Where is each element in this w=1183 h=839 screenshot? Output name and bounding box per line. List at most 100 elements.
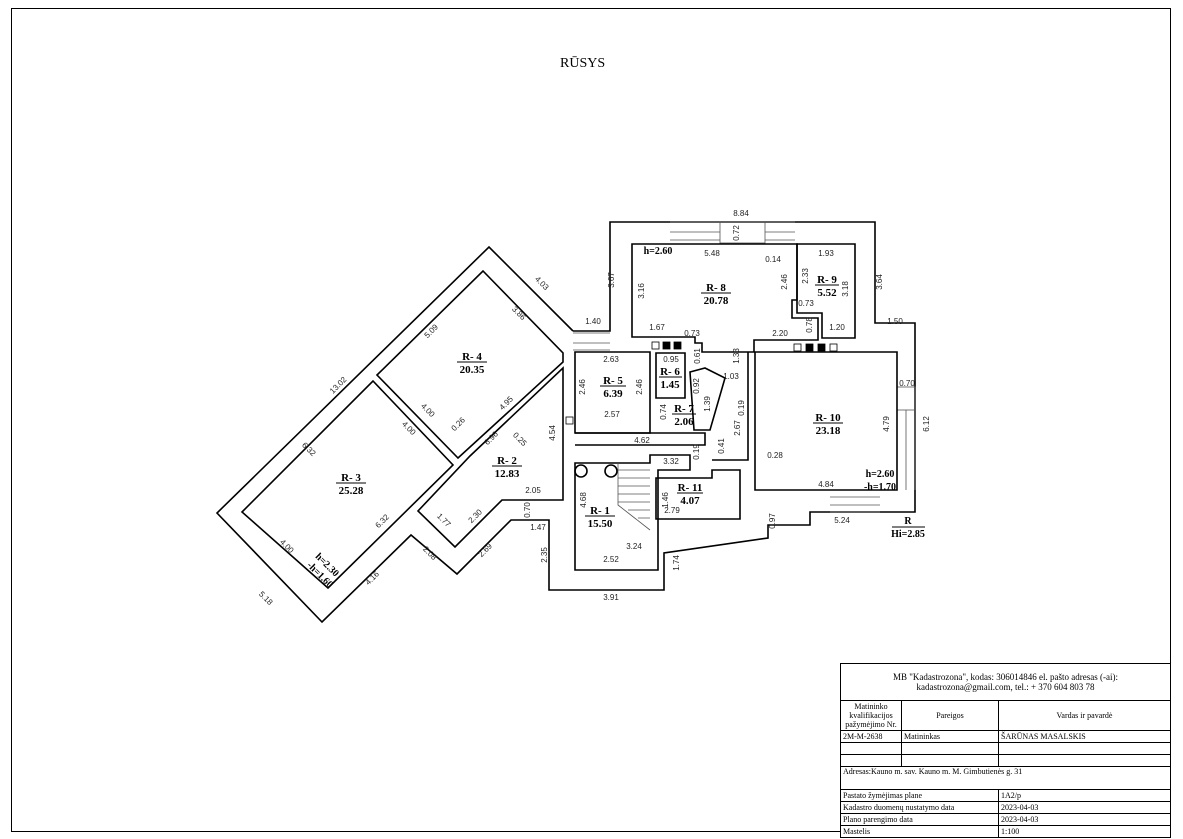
svg-text:5.09: 5.09	[423, 322, 441, 340]
svg-text:R- 8: R- 8	[706, 282, 726, 294]
svg-text:R: R	[904, 516, 912, 527]
dimension-labels: 8.84 0.72 5.48 0.14 1.93 2.46 2.33 3.16 …	[257, 209, 931, 607]
row-value: 1:100	[998, 825, 1171, 838]
ventilation-icons	[565, 341, 838, 425]
svg-text:8.84: 8.84	[733, 209, 749, 218]
svg-text:3.86: 3.86	[510, 305, 528, 323]
svg-text:2.79: 2.79	[664, 506, 680, 515]
svg-text:2.05: 2.05	[525, 486, 541, 495]
contact-line: kadastrozona@gmail.com, tel.: + 370 604 …	[916, 682, 1095, 692]
svg-text:5.18: 5.18	[257, 590, 275, 608]
svg-text:6.32: 6.32	[300, 441, 318, 459]
row-value: 2023-04-03	[998, 813, 1171, 826]
room-r1-wall	[574, 454, 691, 571]
svg-text:4.03: 4.03	[533, 275, 551, 293]
cert-number: 2M-M-2638	[840, 730, 902, 743]
svg-text:2.46: 2.46	[578, 379, 587, 395]
room-r4: R- 420.35	[457, 351, 487, 376]
room-r6: R- 61.45	[659, 366, 682, 391]
svg-text:R- 7: R- 7	[674, 403, 694, 415]
svg-text:2.69: 2.69	[477, 541, 495, 559]
svg-text:R- 11: R- 11	[678, 482, 703, 494]
svg-text:4.00: 4.00	[278, 538, 296, 556]
row-value: 2023-04-03	[998, 801, 1171, 814]
svg-text:12.83: 12.83	[495, 468, 520, 480]
svg-text:1.67: 1.67	[649, 323, 665, 332]
svg-text:4.07: 4.07	[680, 495, 700, 507]
room-r7: R- 72.06	[672, 403, 696, 428]
corridor-wall	[575, 432, 706, 446]
svg-text:0.26: 0.26	[450, 415, 468, 433]
svg-text:6.96: 6.96	[483, 429, 501, 447]
svg-text:1.03: 1.03	[723, 372, 739, 381]
svg-text:13.02: 13.02	[328, 375, 349, 396]
room-r10-wall	[754, 351, 898, 491]
svg-text:6.39: 6.39	[603, 388, 623, 400]
svg-text:R- 3: R- 3	[341, 472, 361, 484]
room-r2-wall	[416, 366, 564, 549]
svg-text:0.61: 0.61	[693, 348, 702, 364]
svg-text:0.97: 0.97	[768, 513, 777, 529]
svg-text:3.67: 3.67	[607, 272, 616, 288]
svg-text:4.62: 4.62	[634, 436, 650, 445]
svg-text:1.39: 1.39	[703, 396, 712, 412]
svg-text:3.91: 3.91	[603, 593, 619, 602]
svg-text:2.67: 2.67	[733, 420, 742, 436]
stairs	[617, 463, 651, 531]
svg-text:4.00: 4.00	[400, 420, 418, 438]
room-r4-wall	[375, 269, 564, 460]
svg-text:2.08: 2.08	[421, 545, 439, 563]
room-r11: R- 114.07	[677, 482, 703, 507]
svg-text:1.40: 1.40	[585, 317, 601, 326]
svg-text:0.73: 0.73	[684, 329, 700, 338]
svg-text:0.92: 0.92	[692, 378, 701, 394]
svg-text:2.30: 2.30	[467, 507, 485, 525]
svg-text:6.12: 6.12	[922, 416, 931, 432]
svg-text:0.70: 0.70	[899, 379, 915, 388]
room-r9: R- 95.52	[815, 274, 839, 299]
address: Adresas:Kauno m. sav. Kauno m. M. Gimbut…	[840, 766, 1171, 790]
corridor-wall-2	[712, 352, 749, 461]
svg-text:2.06: 2.06	[674, 416, 694, 428]
role-value: Matininkas	[901, 730, 999, 743]
room-r7-wall	[689, 367, 726, 431]
header-cert: Matininko kvalifikacijos pažymėjimo Nr.	[840, 700, 902, 731]
plan-title: RŪSYS	[560, 56, 606, 71]
svg-text:4.95: 4.95	[498, 394, 516, 412]
room-r3: R- 325.28	[336, 472, 366, 497]
svg-text:0.19: 0.19	[692, 444, 701, 460]
person-name: ŠARŪNAS MASALSKIS	[998, 730, 1171, 743]
windows	[573, 221, 916, 513]
svg-text:R- 10: R- 10	[815, 412, 841, 424]
column-icon	[574, 464, 588, 478]
row-label: Plano parengimo data	[840, 813, 999, 826]
drawing-frame	[11, 8, 1171, 832]
room-r5: R- 56.39	[600, 375, 626, 400]
svg-text:0.95: 0.95	[663, 355, 679, 364]
svg-text:2.63: 2.63	[603, 355, 619, 364]
room-r8: R- 820.78	[701, 282, 731, 307]
svg-text:3.32: 3.32	[663, 457, 679, 466]
room-r1: R- 115.50	[585, 505, 615, 530]
svg-text:1.20: 1.20	[829, 323, 845, 332]
svg-text:4.79: 4.79	[882, 416, 891, 432]
svg-text:2.33: 2.33	[801, 268, 810, 284]
svg-text:0.25: 0.25	[511, 431, 529, 449]
svg-text:4.54: 4.54	[548, 425, 557, 441]
svg-text:R- 1: R- 1	[590, 505, 610, 517]
svg-text:R- 9: R- 9	[817, 274, 837, 286]
svg-text:5.24: 5.24	[834, 516, 850, 525]
svg-text:1.50: 1.50	[887, 317, 903, 326]
svg-text:h=2.60: h=2.60	[866, 469, 895, 480]
svg-text:3.24: 3.24	[626, 542, 642, 551]
svg-text:h=2.60: h=2.60	[644, 246, 673, 257]
outer-wall	[215, 221, 916, 624]
row-label: Pastato žymėjimas plane	[840, 789, 999, 802]
svg-text:0.72: 0.72	[732, 225, 741, 241]
svg-text:0.19: 0.19	[737, 400, 746, 416]
svg-text:Hi=2.85: Hi=2.85	[891, 529, 925, 540]
svg-text:5.48: 5.48	[704, 249, 720, 258]
svg-text:0.70: 0.70	[523, 502, 532, 518]
svg-text:4.68: 4.68	[579, 492, 588, 508]
svg-text:2.20: 2.20	[772, 329, 788, 338]
